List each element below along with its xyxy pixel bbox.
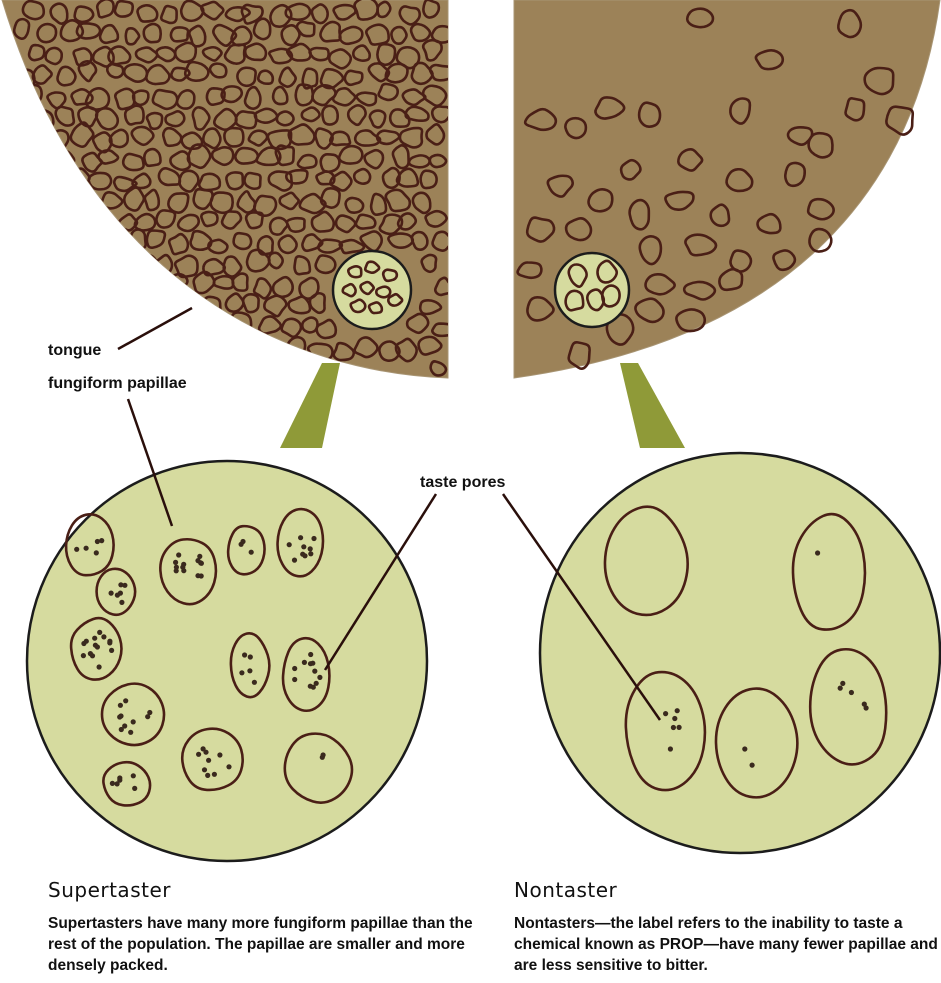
taste-pore <box>838 686 843 691</box>
taste-pore <box>88 651 93 656</box>
taste-pore <box>196 752 201 757</box>
taste-pore <box>81 653 86 658</box>
taste-pore <box>671 725 676 730</box>
taste-pore <box>107 640 112 645</box>
taste-pore <box>300 552 305 557</box>
nontaster-description: Nontasters—the label refers to the inabi… <box>514 913 941 976</box>
taste-pore <box>97 664 102 669</box>
taste-pore <box>312 669 317 674</box>
taste-pore <box>110 781 115 786</box>
taste-pore <box>115 781 120 786</box>
taste-pore <box>93 643 98 648</box>
nontaster-title: Nontaster <box>514 878 617 902</box>
supertaster-magnifier-connector <box>280 363 340 448</box>
taste-pore <box>742 746 747 751</box>
taste-pore <box>321 752 326 757</box>
taste-pore <box>131 773 136 778</box>
taste-pore <box>252 680 257 685</box>
taste-pore <box>117 775 122 780</box>
taste-pore <box>131 719 136 724</box>
taste-pore <box>287 542 292 547</box>
taste-pore <box>132 786 137 791</box>
supertaster-title: Supertaster <box>48 878 171 902</box>
taste-pore <box>123 698 128 703</box>
taste-pore <box>247 668 252 673</box>
taste-pore <box>311 536 316 541</box>
taste-pore <box>217 752 222 757</box>
taste-pore <box>308 661 313 666</box>
taste-pore <box>668 746 673 751</box>
taste-pore <box>301 544 306 549</box>
taste-pore <box>292 666 297 671</box>
papilla <box>79 195 100 208</box>
taste-pore <box>675 708 680 713</box>
nontaster-magnifier-connector <box>620 363 685 448</box>
taste-pore <box>239 670 244 675</box>
taste-pore <box>292 558 297 563</box>
supertaster-magnified-view <box>27 461 427 861</box>
taste-pores-label: taste pores <box>420 474 505 491</box>
taste-pore <box>864 705 869 710</box>
taste-pore <box>663 711 668 716</box>
taste-pore <box>205 773 210 778</box>
taste-pore <box>308 546 313 551</box>
taste-pore <box>97 630 102 635</box>
taste-pore <box>212 772 217 777</box>
taste-pore <box>302 660 307 665</box>
taste-pore <box>74 547 79 552</box>
taste-pore <box>118 703 123 708</box>
taste-pore <box>109 648 114 653</box>
papilla <box>96 212 111 229</box>
taste-pore <box>199 573 204 578</box>
taste-pore <box>174 568 179 573</box>
taste-pore <box>248 654 253 659</box>
taste-pore <box>298 535 303 540</box>
taste-pore <box>119 600 124 605</box>
taste-pore <box>84 546 89 551</box>
taste-pore <box>176 552 181 557</box>
taste-pore <box>202 767 207 772</box>
taste-pore <box>84 639 89 644</box>
papilla <box>55 151 74 169</box>
taste-pore <box>199 561 204 566</box>
taste-pore <box>677 725 682 730</box>
taste-pore <box>99 538 104 543</box>
taste-pore <box>173 560 178 565</box>
taste-pore <box>101 634 106 639</box>
taste-pore <box>317 675 322 680</box>
taste-pore <box>118 713 123 718</box>
tongue-leader-line <box>118 308 192 349</box>
taste-pore <box>95 539 100 544</box>
taste-pore <box>180 565 185 570</box>
supertaster-description: Supertasters have many more fungiform pa… <box>48 913 488 976</box>
taste-pore <box>147 710 152 715</box>
taste-pore <box>672 716 677 721</box>
taste-pore <box>92 636 97 641</box>
taste-pore <box>206 758 211 763</box>
papilla <box>136 255 158 270</box>
taste-pore <box>128 730 133 735</box>
taste-pore <box>119 727 124 732</box>
taste-pore <box>308 652 313 657</box>
taste-pore <box>292 677 297 682</box>
taste-pore <box>240 539 245 544</box>
fungiform-papillae-label: fungiform papillae <box>48 375 187 392</box>
taste-pore <box>314 681 319 686</box>
taste-pore <box>115 593 120 598</box>
taste-pore <box>249 550 254 555</box>
taste-pore <box>197 554 202 559</box>
taste-pore <box>94 550 99 555</box>
taste-pore <box>308 551 313 556</box>
taste-pore <box>849 690 854 695</box>
taste-pore <box>226 764 231 769</box>
taste-pore <box>122 583 127 588</box>
taste-pore <box>750 763 755 768</box>
taste-pore <box>815 550 820 555</box>
taste-pore <box>840 681 845 686</box>
taste-pore <box>242 652 247 657</box>
taste-pore <box>109 591 114 596</box>
taste-pore <box>203 750 208 755</box>
tongue-label: tongue <box>48 342 101 359</box>
